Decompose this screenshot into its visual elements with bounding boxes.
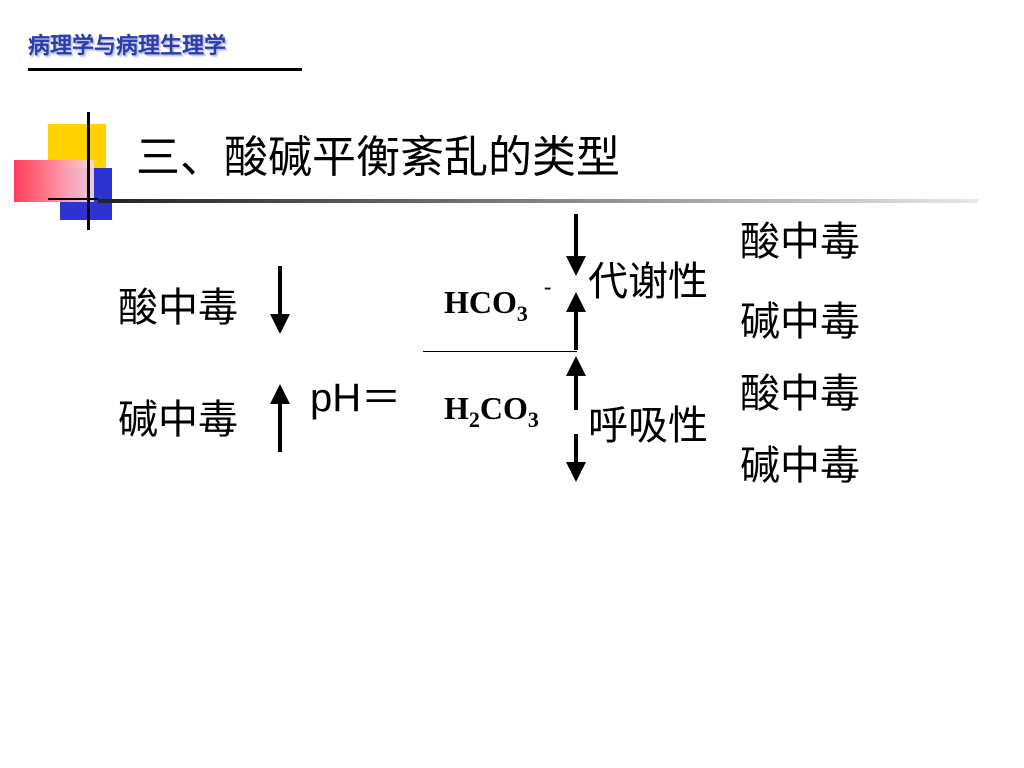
denominator-h: H <box>444 390 469 426</box>
arrow-up-icon-metabolic <box>566 292 586 350</box>
denominator-co: CO <box>479 390 528 426</box>
numerator-base: HCO <box>444 284 517 320</box>
arrow-up-icon-respiratory <box>566 356 586 410</box>
left-acidosis-label: 酸中毒 <box>118 285 238 331</box>
arrow-down-icon-respiratory <box>566 434 586 482</box>
fraction-line <box>423 351 577 352</box>
metabolic-acidosis-label: 酸中毒 <box>740 219 860 265</box>
denominator-co-subscript: 3 <box>527 407 539 432</box>
header-underline <box>28 68 302 71</box>
numerator-superscript: - <box>544 274 552 299</box>
ph-label: pH＝ <box>310 376 402 420</box>
respiratory-acidosis-label: 酸中毒 <box>740 371 860 417</box>
title-rule <box>98 199 978 203</box>
denominator-h-subscript: 2 <box>468 407 480 432</box>
decor-red-gradient-bar <box>14 160 94 202</box>
numerator-bicarbonate: HCO3 <box>444 286 528 325</box>
slide-title: 三、酸碱平衡紊乱的类型 <box>136 132 620 183</box>
decor-horizontal-line <box>48 198 98 200</box>
respiratory-alkalosis-label: 碱中毒 <box>740 443 860 489</box>
denominator-carbonic-acid: H2CO3 <box>444 392 539 431</box>
metabolic-alkalosis-label: 碱中毒 <box>740 299 860 345</box>
left-alkalosis-label: 碱中毒 <box>118 397 238 443</box>
arrow-down-icon-left <box>270 266 290 334</box>
arrow-up-icon-left <box>270 384 290 452</box>
metabolic-label: 代谢性 <box>588 259 708 305</box>
decor-vertical-line <box>87 112 90 230</box>
numerator-subscript: 3 <box>516 301 528 326</box>
course-title: 病理学与病理生理学 <box>28 34 227 59</box>
respiratory-label: 呼吸性 <box>588 403 708 449</box>
arrow-down-icon-metabolic <box>566 214 586 276</box>
